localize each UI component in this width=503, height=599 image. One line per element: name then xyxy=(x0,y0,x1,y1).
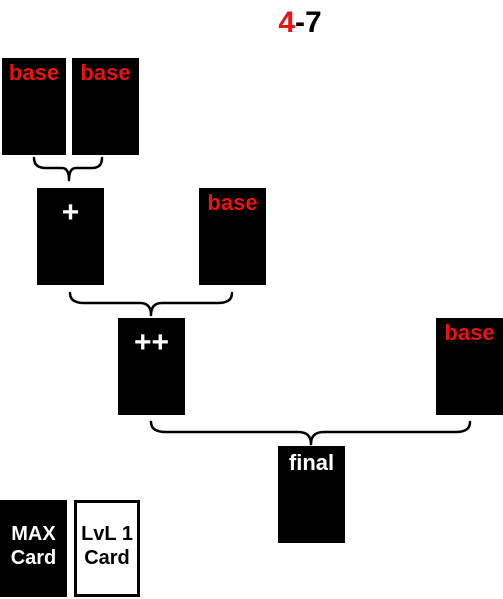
legend-max-card-line-1: MAX xyxy=(11,523,56,545)
base-card-4: base xyxy=(436,318,503,415)
final-card: final xyxy=(278,446,345,543)
legend-lvl1-card-line-2: Card xyxy=(84,547,130,569)
page-title: 4-7 xyxy=(0,6,503,40)
bracket-2 xyxy=(68,291,234,317)
plus-plus-card-label: ++ xyxy=(133,326,170,359)
bracket-3 xyxy=(149,420,472,446)
base-card-1-label: base xyxy=(8,60,60,85)
title-part-2: 7 xyxy=(305,6,322,39)
base-card-2: base xyxy=(72,58,139,155)
legend-max-card: MAX Card xyxy=(0,500,67,597)
base-card-1: base xyxy=(2,58,66,155)
title-separator: - xyxy=(295,6,305,39)
base-card-3: base xyxy=(199,188,266,285)
bracket-1 xyxy=(32,156,104,182)
base-card-4-label: base xyxy=(444,320,495,345)
legend-lvl1-card: LvL 1 Card xyxy=(74,500,140,597)
plus-plus-card: ++ xyxy=(118,318,185,415)
final-card-label: final xyxy=(288,450,335,475)
title-part-1: 4 xyxy=(278,6,295,39)
legend-max-card-line-2: Card xyxy=(10,547,57,569)
base-card-2-label: base xyxy=(80,60,131,85)
base-card-3-label: base xyxy=(207,190,258,215)
legend-lvl1-card-line-1: LvL 1 xyxy=(81,523,133,545)
plus-card-label: + xyxy=(61,196,80,229)
plus-card: + xyxy=(37,188,104,285)
